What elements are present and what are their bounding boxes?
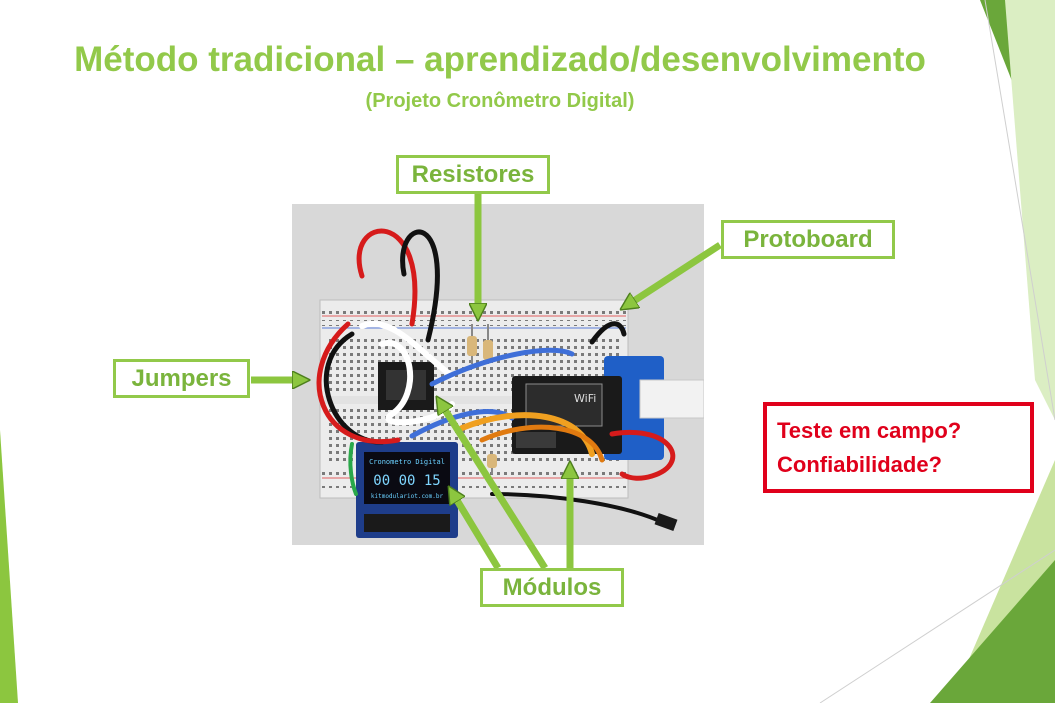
decor-bottom-right-dark [930,560,1055,703]
label-modulos: Módulos [480,568,624,607]
oled-footer-text: kitmodulariot.com.br [371,493,444,500]
oled-module: Cronometro Digital 00 00 15 kitmodulario… [356,442,458,538]
label-jumpers: Jumpers [113,359,250,398]
label-protoboard: Protoboard [721,220,895,259]
decor-right-light-band [1005,0,1055,420]
sensor-module [378,362,434,410]
question-field-test: Teste em campo? [777,418,962,443]
question-reliability: Confiabilidade? [777,452,942,477]
circuit-photo: WiFi Cronometro Digital 00 00 15 kitmodu… [292,204,704,545]
label-resistores: Resistores [396,155,550,194]
decor-bottom-line [819,549,1055,703]
oled-time-text: 00 00 15 [373,473,440,489]
esp-chip-label: WiFi [574,392,596,405]
oled-title-text: Cronometro Digital [369,458,445,466]
decor-left-triangle [0,430,18,703]
slide-subtitle: (Projeto Cronômetro Digital) [365,90,635,112]
questions-box: Teste em campo? Confiabilidade? [763,402,1034,493]
slide-title: Método tradicional – aprendizado/desenvo… [74,40,926,79]
decor-right-line [984,0,1055,421]
